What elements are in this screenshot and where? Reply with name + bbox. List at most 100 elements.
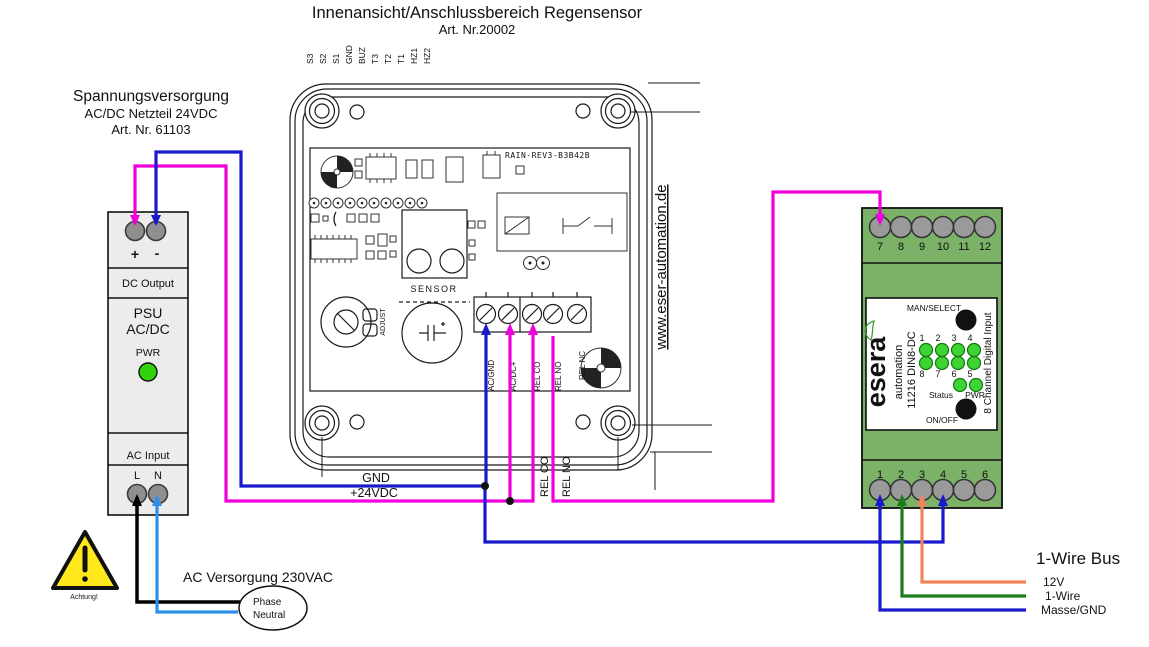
bus-12v-label: 12V bbox=[1043, 575, 1064, 589]
svg-text:3: 3 bbox=[951, 333, 956, 343]
on-off-button bbox=[955, 398, 977, 420]
mount-hole bbox=[349, 414, 365, 430]
psu-pwr-led bbox=[138, 362, 158, 382]
psu-heading2: AC/DC Netzteil 24VDC bbox=[85, 106, 218, 121]
psu-heading: Spannungsversorgung bbox=[73, 88, 229, 105]
pin-label: T1 bbox=[396, 54, 406, 64]
psu-plus-label: + bbox=[131, 246, 139, 262]
pin-label: T3 bbox=[370, 54, 380, 64]
junction-dot bbox=[481, 482, 489, 490]
24vdc-wire-label: +24VDC bbox=[350, 486, 398, 500]
wire-bus-data bbox=[900, 497, 1026, 598]
adjust-label: ADJUST bbox=[380, 308, 387, 336]
svg-text:REL CO: REL CO bbox=[533, 362, 542, 392]
rel-no-wire-label: REL NO bbox=[561, 456, 573, 497]
sensor-top-pin-labels: S3 S2 S1 GND BUZ T3 T2 T1 HZ1 HZ2 bbox=[305, 45, 432, 64]
brand-automation: automation bbox=[893, 345, 905, 399]
pin-label: BUZ bbox=[357, 47, 367, 64]
man-select-label: MAN/SELECT bbox=[907, 303, 961, 313]
man-select-button bbox=[955, 309, 977, 331]
psu-heading3: Art. Nr. 61103 bbox=[111, 122, 190, 137]
mains-source bbox=[238, 585, 308, 631]
svg-text:REL NO: REL NO bbox=[554, 362, 563, 392]
mount-hole bbox=[575, 414, 591, 430]
page-title: Innenansicht/Anschlussbereich Regensenso… bbox=[312, 4, 643, 22]
wiring bbox=[130, 150, 1026, 614]
rain-sensor-pcb: RAIN-REV3-B3B42B bbox=[308, 147, 631, 392]
capacitor bbox=[401, 302, 463, 364]
model-label: 11216 DIN8-DC bbox=[906, 331, 918, 408]
sensor-block: SENSOR bbox=[399, 209, 470, 303]
rel-co-wire-label: REL CO bbox=[539, 456, 551, 497]
svg-text:3: 3 bbox=[919, 469, 925, 481]
psu-n-label: N bbox=[154, 470, 162, 482]
svg-text:4: 4 bbox=[940, 469, 946, 481]
pcb-components bbox=[308, 151, 628, 389]
svg-text:7: 7 bbox=[877, 241, 883, 253]
wire-bus-12v bbox=[920, 497, 1026, 584]
svg-text:AC/GND: AC/GND bbox=[487, 360, 496, 391]
svg-text:REL NC: REL NC bbox=[578, 351, 587, 380]
wire-gnd-to-din bbox=[483, 486, 945, 544]
svg-text:AC/DC+: AC/DC+ bbox=[509, 361, 518, 391]
pcb-code: RAIN-REV3-B3B42B bbox=[505, 151, 590, 160]
svg-text:8: 8 bbox=[898, 241, 904, 253]
warning-label: Achtung! bbox=[70, 594, 98, 601]
corner-screw bbox=[304, 405, 340, 441]
din-bottom-terminals: 1 2 3 4 5 6 bbox=[868, 469, 997, 502]
din-side-label: 8 Channel Digital Input bbox=[983, 312, 994, 413]
mount-hole bbox=[575, 103, 591, 119]
junction-dot bbox=[506, 497, 514, 505]
mount-hole bbox=[349, 104, 365, 120]
pin-label: S2 bbox=[318, 53, 328, 64]
psu-dc-output-label: DC Output bbox=[122, 278, 174, 290]
svg-text:6: 6 bbox=[982, 469, 988, 481]
one-wire-bus-labels: 1-Wire Bus 12V 1-Wire Masse/GND bbox=[1036, 549, 1120, 617]
wire-bus-gnd bbox=[878, 497, 1026, 612]
status-led bbox=[952, 377, 968, 393]
pin-label: T2 bbox=[383, 54, 393, 64]
psu-pwr-label: PWR bbox=[136, 347, 161, 359]
mains-supply: AC Versorgung 230VAC Phase Neutral bbox=[183, 569, 333, 631]
bus-1wire-label: 1-Wire bbox=[1045, 589, 1081, 603]
din-pwr-label: PWR bbox=[965, 390, 985, 400]
wire-phase bbox=[135, 497, 240, 604]
psu-name2: AC/DC bbox=[126, 321, 170, 337]
pin-label: GND bbox=[344, 45, 354, 64]
adjust-potentiometer: ADJUST bbox=[320, 296, 387, 348]
svg-text:5: 5 bbox=[961, 469, 967, 481]
bus-title: 1-Wire Bus bbox=[1036, 549, 1120, 568]
neutral-label: Neutral bbox=[253, 610, 285, 621]
svg-text:11: 11 bbox=[958, 241, 969, 253]
gnd-wire-label: GND bbox=[362, 471, 390, 485]
phase-label: Phase bbox=[253, 597, 282, 608]
pin-label: S3 bbox=[305, 53, 315, 64]
warning-sign: Achtung! bbox=[51, 530, 119, 601]
sensor-label: SENSOR bbox=[410, 284, 457, 294]
svg-text:2: 2 bbox=[935, 333, 940, 343]
wire-neutral bbox=[155, 497, 238, 614]
psu-l-label: L bbox=[134, 470, 140, 482]
pcb-terminal-labels: AC/GND AC/DC+ REL CO REL NO REL NC bbox=[487, 351, 587, 391]
mains-label: AC Versorgung 230VAC bbox=[183, 569, 333, 585]
svg-text:5: 5 bbox=[967, 369, 972, 379]
website-label: www.eser-automation.de bbox=[653, 184, 670, 350]
screw-terminal bbox=[475, 303, 588, 325]
corner-screw bbox=[304, 93, 340, 129]
wire-rel-no bbox=[551, 190, 882, 503]
svg-text:1: 1 bbox=[919, 333, 924, 343]
corner-screw bbox=[600, 405, 636, 441]
psu-minus-label: - bbox=[155, 245, 160, 261]
svg-text:4: 4 bbox=[967, 333, 972, 343]
leader-lines bbox=[321, 82, 712, 490]
leaf-icon bbox=[864, 320, 875, 341]
psu-module: Spannungsversorgung AC/DC Netzteil 24VDC… bbox=[73, 88, 229, 516]
din-top-terminals: 7 8 9 10 11 12 bbox=[868, 215, 997, 253]
on-off-label: ON/OFF bbox=[926, 415, 958, 425]
svg-text:9: 9 bbox=[919, 241, 925, 253]
pin-label: HZ1 bbox=[409, 48, 419, 64]
wire-arrows bbox=[130, 214, 948, 506]
din8-module: 7 8 9 10 11 12 MAN/SELECT esera automati… bbox=[861, 207, 1003, 509]
